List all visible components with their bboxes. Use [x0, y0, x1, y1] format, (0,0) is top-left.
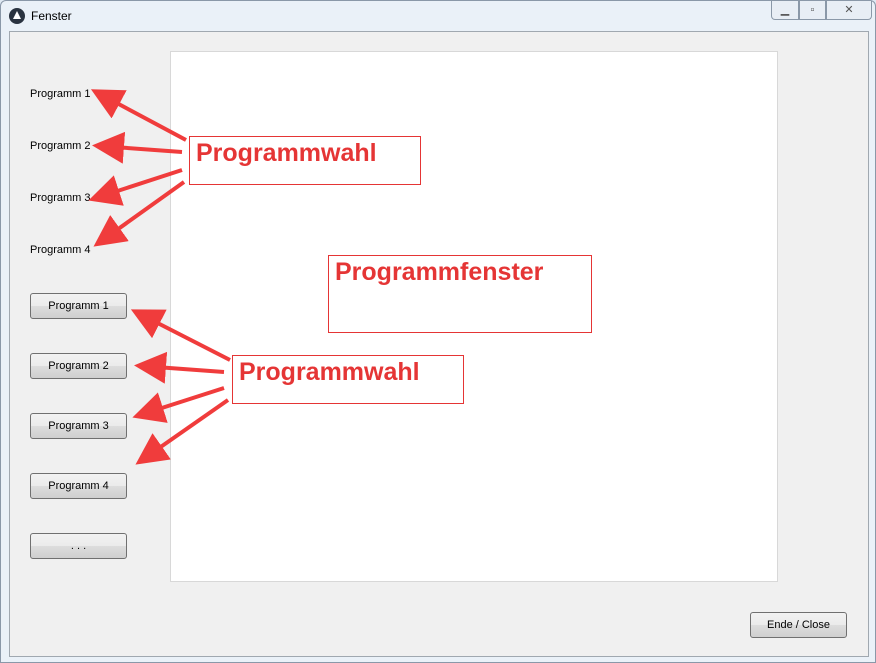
annotation-button-group: Programmwahl — [232, 355, 464, 404]
program-label-4[interactable]: Programm 4 — [30, 244, 91, 256]
program-button-1[interactable]: Programm 1 — [30, 293, 127, 319]
annotation-label-group: Programmwahl — [189, 136, 421, 185]
more-button[interactable]: . . . — [30, 533, 127, 559]
annotation-panel: Programmfenster — [328, 255, 592, 333]
program-button-2[interactable]: Programm 2 — [30, 353, 127, 379]
program-button-3[interactable]: Programm 3 — [30, 413, 127, 439]
program-label-1[interactable]: Programm 1 — [30, 88, 91, 100]
program-button-4[interactable]: Programm 4 — [30, 473, 127, 499]
window-title: Fenster — [31, 9, 72, 23]
program-panel — [170, 51, 778, 582]
app-icon — [9, 8, 25, 24]
close-window-button[interactable]: ✕ — [826, 1, 872, 20]
exit-button[interactable]: Ende / Close — [750, 612, 847, 638]
minimize-button[interactable]: ▁ — [771, 1, 799, 20]
program-label-2[interactable]: Programm 2 — [30, 140, 91, 152]
program-label-3[interactable]: Programm 3 — [30, 192, 91, 204]
client-area: Programm 1 Programm 2 Programm 3 Program… — [9, 31, 869, 657]
maximize-button[interactable]: ▫ — [799, 1, 826, 20]
arrow — [90, 89, 187, 142]
